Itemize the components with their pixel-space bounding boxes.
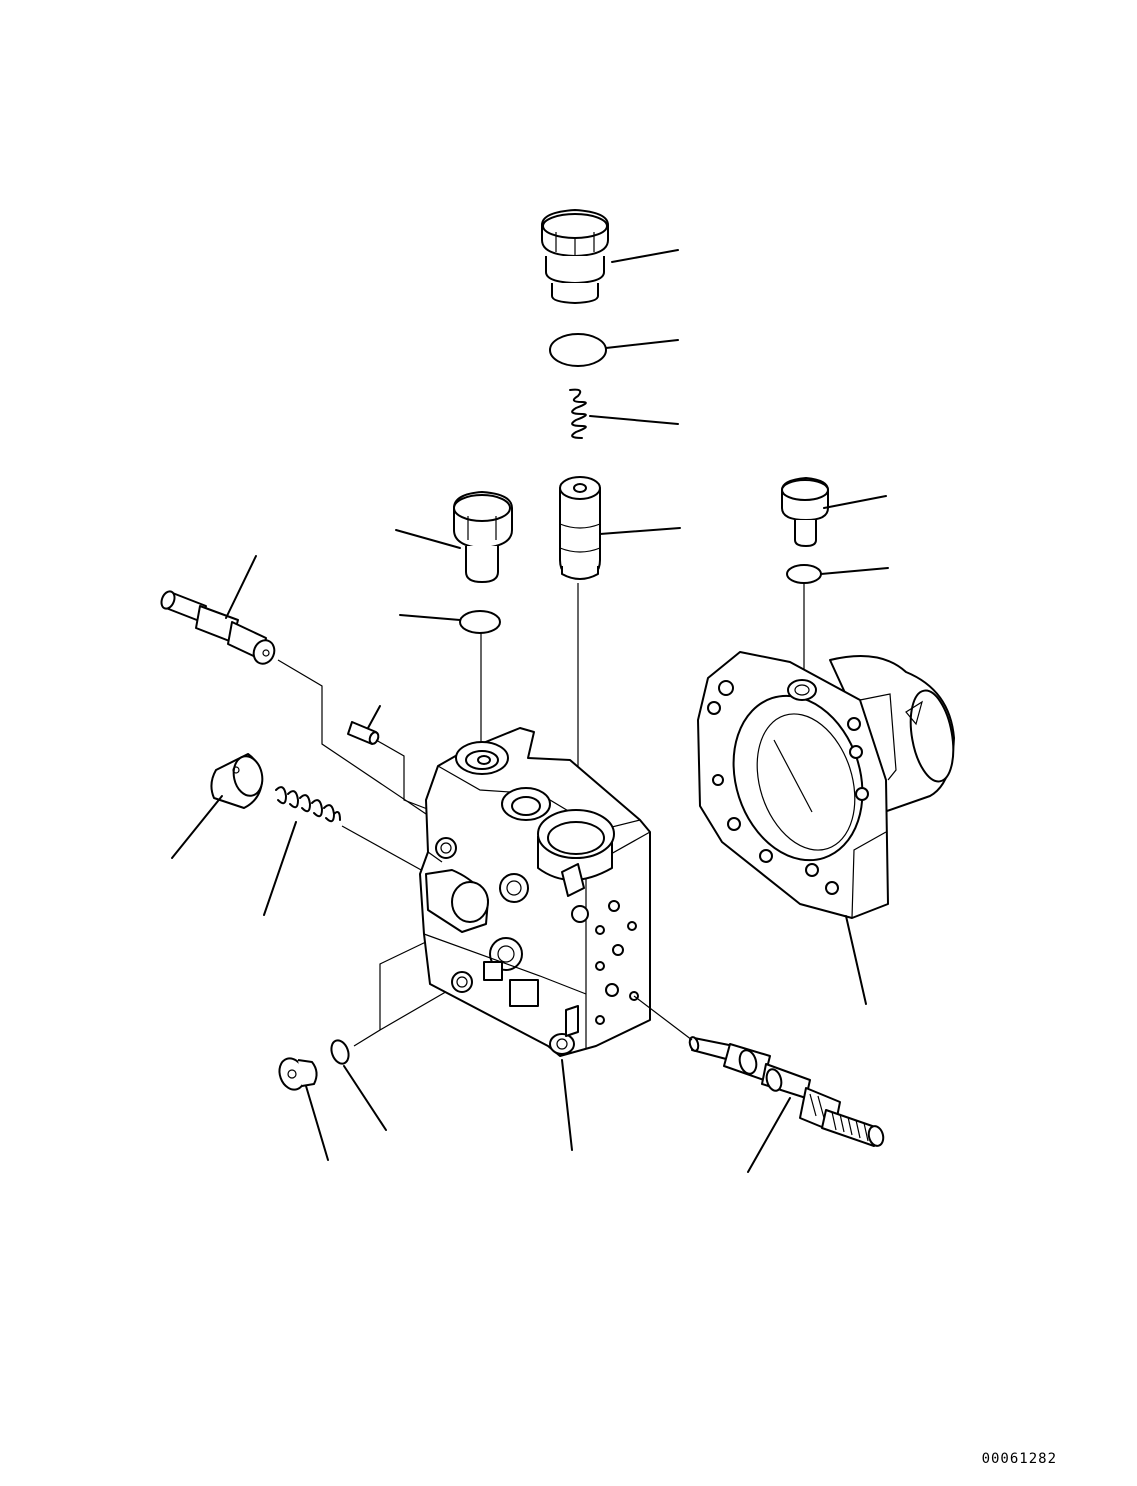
drawing-reference-number: 00061282 xyxy=(981,1451,1057,1467)
leader-line-right-o-ring xyxy=(821,568,888,574)
leader-line-top-plug xyxy=(612,250,678,262)
spool-valve-part xyxy=(560,477,600,579)
assembly-line-dowel-pin xyxy=(376,740,430,810)
large-spring-part xyxy=(276,787,340,821)
leader-line-small-plug xyxy=(306,1086,328,1160)
top-plug-part xyxy=(542,210,608,303)
long-pin-part xyxy=(159,589,278,666)
leader-line-large-spring xyxy=(264,822,296,915)
sleeve-part xyxy=(211,754,265,808)
leader-line-flange-housing xyxy=(846,916,866,1004)
leader-line-adjusting-screw xyxy=(748,1098,790,1172)
leader-line-small-spring xyxy=(590,416,678,424)
leader-line-right-plug xyxy=(824,496,886,508)
flange-housing-part xyxy=(698,652,960,918)
leader-line-small-o-ring xyxy=(344,1066,386,1130)
valve-body-part xyxy=(420,728,650,1056)
small-plug-part xyxy=(275,1055,316,1093)
assembly-line-long-pin xyxy=(278,660,432,818)
leader-line-dowel-pin xyxy=(368,706,380,728)
adjusting-screw-part xyxy=(688,1036,885,1147)
left-o-ring-part xyxy=(460,611,500,633)
right-o-ring-part xyxy=(787,565,821,583)
leader-line-valve-body xyxy=(562,1060,572,1150)
leader-line-o-ring xyxy=(606,340,678,348)
right-plug-part xyxy=(782,478,828,546)
leader-line-sleeve xyxy=(172,796,222,858)
o-ring-part xyxy=(550,334,606,366)
leader-line-left-o-ring xyxy=(400,615,460,620)
small-o-ring-part xyxy=(328,1038,351,1066)
dowel-pin-part xyxy=(348,722,380,745)
leader-line-spool xyxy=(600,528,680,534)
small-spring-part xyxy=(570,390,586,438)
left-plug-part xyxy=(454,492,512,582)
assembly-line-large-spring xyxy=(342,826,432,876)
leader-line-left-plug xyxy=(396,530,460,548)
leader-line-long-pin xyxy=(226,556,256,618)
assembly-line-adjusting-screw xyxy=(634,996,692,1040)
